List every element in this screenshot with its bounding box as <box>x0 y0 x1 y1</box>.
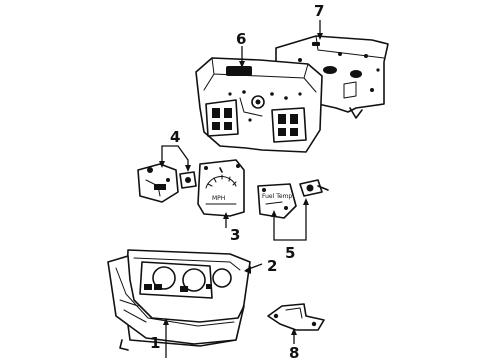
leader-lines <box>159 20 323 358</box>
callout-7: 7 <box>314 2 324 20</box>
module-label: Fuel Temp <box>262 193 292 200</box>
circuit-housing <box>195 57 323 153</box>
callout-2: 2 <box>267 257 277 275</box>
callout-6: 6 <box>236 30 246 48</box>
speedo-scale-label: MPH <box>212 195 225 202</box>
callout-1: 1 <box>150 334 160 352</box>
callout-4: 4 <box>170 128 180 146</box>
speedometer-module: MPH <box>197 159 245 217</box>
right-gauge-module: Fuel Temp <box>257 179 329 219</box>
cluster-lens-and-bezel <box>107 249 251 351</box>
mounting-bracket <box>267 303 325 331</box>
callout-5: 5 <box>285 244 295 262</box>
left-gauge-module <box>137 163 197 203</box>
callout-3: 3 <box>230 226 240 244</box>
callout-8: 8 <box>289 344 299 360</box>
